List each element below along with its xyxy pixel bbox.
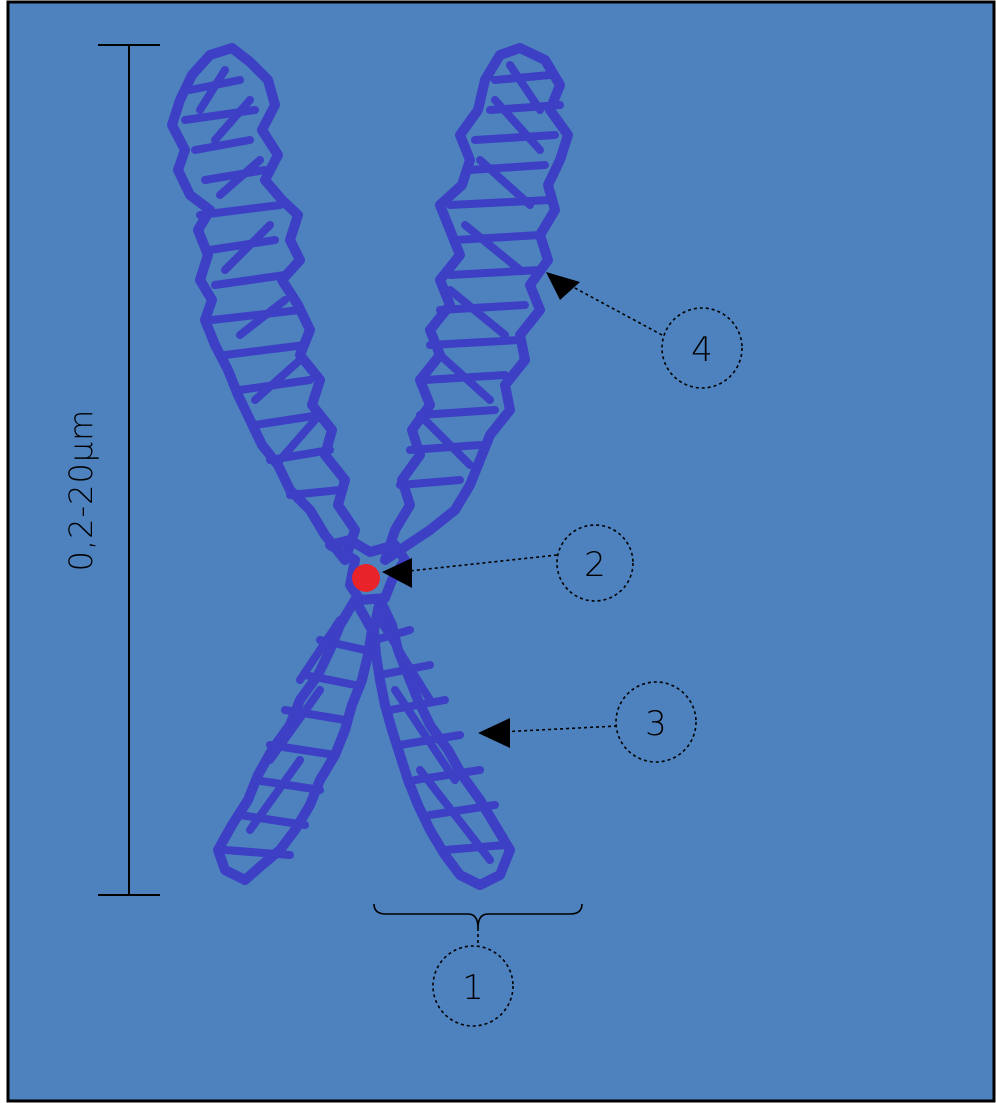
chromatid-arm-lower-left: [213, 595, 377, 885]
callout-2-leader: [399, 554, 558, 573]
callout-label-3: 3: [645, 704, 667, 744]
chromatid-coil: [396, 61, 564, 489]
scale-label: 0,2-20µm: [62, 409, 100, 572]
chromatid-coil: [371, 616, 509, 864]
callout-2-circle: [556, 524, 634, 602]
callout-label-1: 1: [462, 968, 484, 1008]
callout-3-circle: [615, 681, 697, 763]
callout-3-leader: [499, 725, 618, 733]
chromatid-waist: [325, 535, 410, 605]
callout-3-arrowhead: [478, 718, 510, 748]
scale-bar: [98, 44, 160, 896]
callout-2-arrowhead: [382, 558, 412, 588]
callout-4-circle: [661, 307, 743, 389]
chromosome: [167, 43, 573, 890]
chromatid-arm-upper-left: [167, 43, 360, 565]
chromatid-coil: [221, 616, 369, 859]
chromatid-coil: [181, 66, 344, 499]
background-panel: [6, 0, 996, 1103]
chromatid-arm-upper-right: [380, 43, 573, 565]
chromatid-arm-lower-right: [369, 595, 515, 890]
callout-label-4: 4: [691, 330, 713, 370]
centromere: [352, 564, 380, 592]
callout-1-circle: [432, 945, 514, 1027]
callout-label-2: 2: [584, 545, 606, 585]
callout-4-arrowhead: [546, 272, 580, 300]
callout-4-leader: [559, 279, 663, 336]
